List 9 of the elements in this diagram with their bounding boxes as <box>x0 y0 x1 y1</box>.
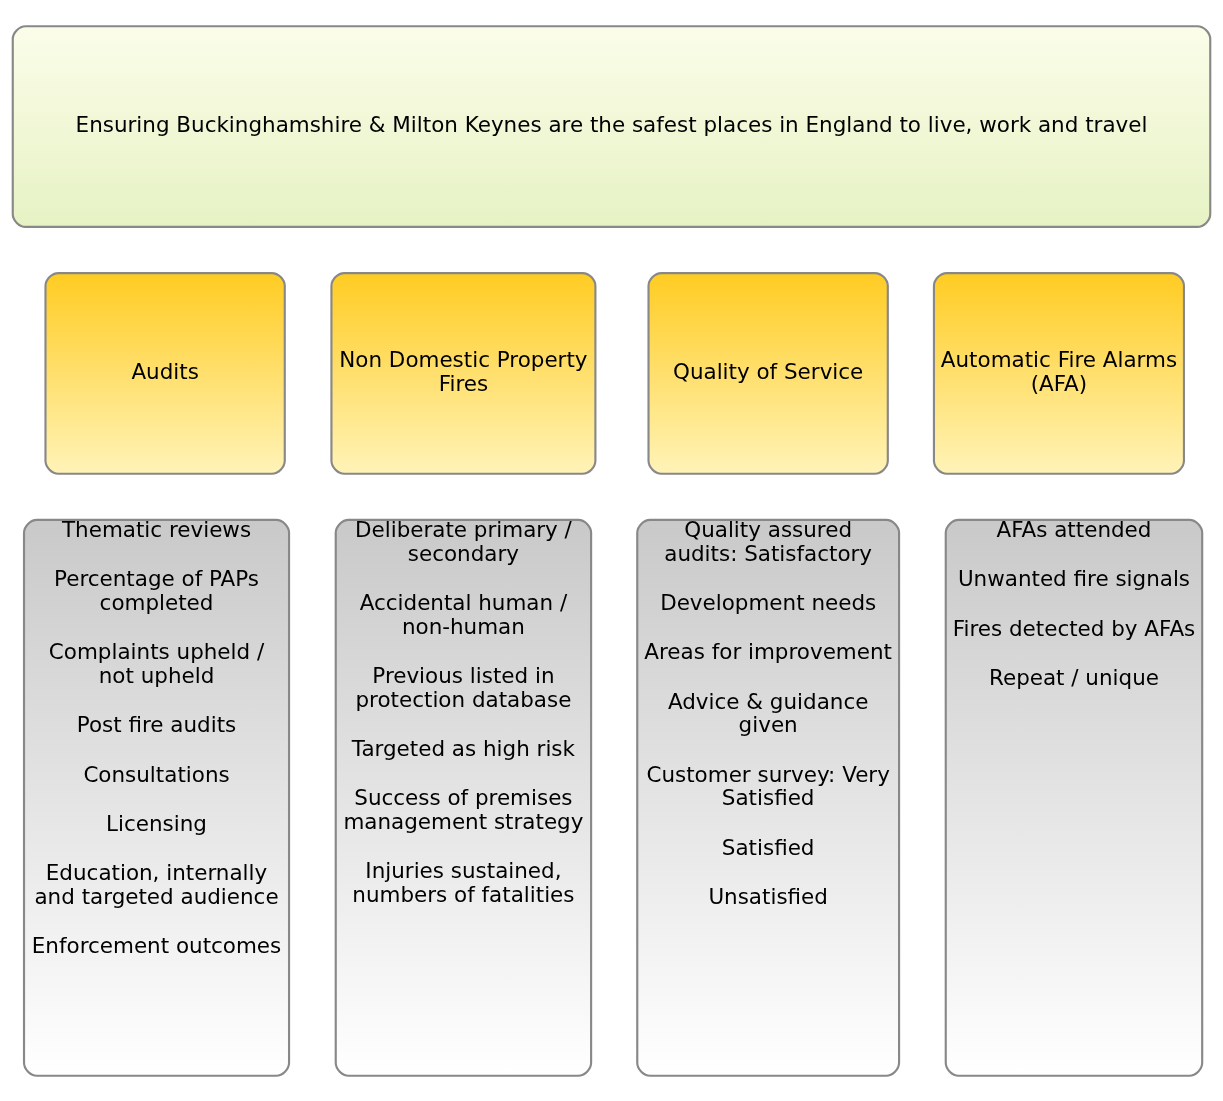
node-box: Non Domestic Property Fires <box>330 271 597 475</box>
node-box: Quality assured audits: Satisfactory Development needs Areas for improvement Advice & guidance given Customer survey: Very Satisfied Satisfied Unsatisfied <box>636 518 901 1077</box>
node-box: Ensuring Buckinghamshire & Milton Keynes are the safest places in England to live, work and travel <box>11 24 1212 228</box>
node-box: Audits <box>44 271 286 475</box>
node-box: Automatic Fire Alarms (AFA) <box>932 271 1186 475</box>
node-box: AFAs attended Unwanted fire signals Fires detected by AFAs Repeat / unique <box>944 518 1204 1077</box>
node-box: Quality of Service <box>647 271 889 475</box>
node-box: Deliberate primary / secondary Accidental human / non-human Previous listed in protection database Targeted as high risk Success of premises management strategy Injuries sustained, numbers of fatalities <box>334 518 593 1077</box>
node-box: Thematic reviews Percentage of PAPs completed Complaints upheld / not upheld Post fire audits Consultations Licensing Education, internally and targeted audience Enforcement outcomes <box>22 518 291 1077</box>
